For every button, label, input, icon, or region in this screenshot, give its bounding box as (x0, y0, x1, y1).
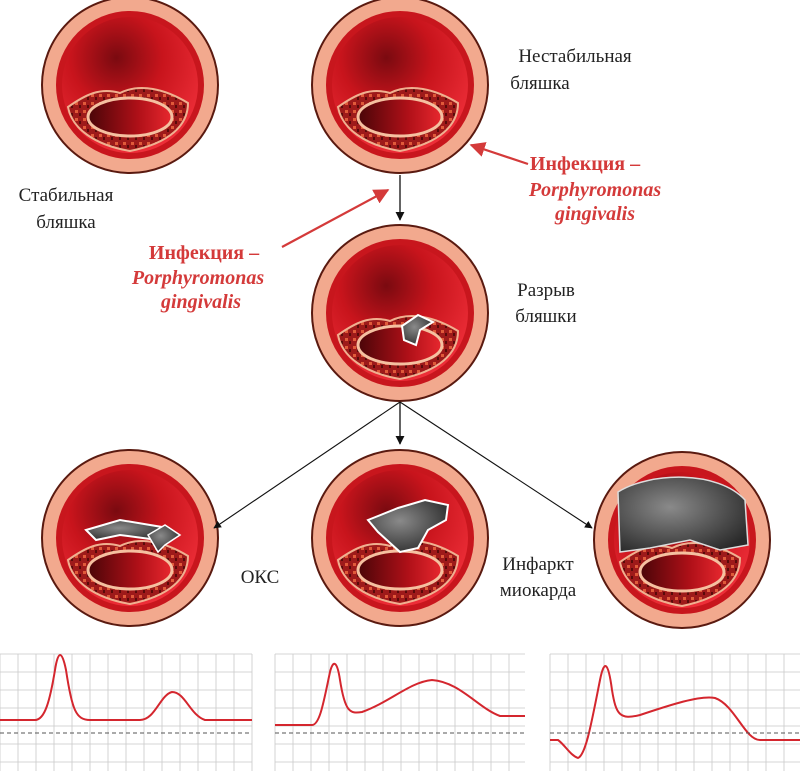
infection-right-3: gingivalis (554, 203, 635, 225)
label-stable-plaque-1: Стабильная (19, 185, 114, 206)
infection-left-1: Инфекция – (149, 242, 260, 264)
ecg-grid-2 (274, 653, 525, 771)
label-rupture-1: Разрыв (517, 280, 575, 301)
occlusive-thrombus (617, 476, 749, 553)
arrow-infection-left (281, 189, 390, 248)
arrow-rupture-to-acs (213, 401, 401, 529)
ecg-grid-1 (0, 653, 253, 771)
ecg-grid-3 (549, 653, 800, 771)
label-rupture-2: бляшки (515, 306, 576, 327)
label-acs: ОКС (241, 567, 280, 588)
infection-right-1: Инфекция – (530, 153, 641, 175)
label-infarct-1: Инфаркт (502, 554, 574, 575)
label-unstable-plaque-2: бляшка (510, 73, 570, 94)
ecg-trace-2 (275, 662, 525, 726)
label-stable-plaque-2: бляшка (36, 212, 96, 233)
rupture-fragment (400, 313, 436, 347)
thrombus-large (366, 498, 450, 554)
infection-left-3: gingivalis (160, 291, 241, 313)
infection-left-2: Porphyromonas (131, 267, 264, 289)
arrow-rupture-to-infarct (399, 401, 593, 529)
ecg-trace-3 (550, 665, 800, 760)
vessel-rupture (310, 223, 490, 403)
vessel-acs-large-thrombus (310, 448, 490, 628)
vessel-infarct (592, 450, 772, 630)
vessel-stable (40, 0, 220, 175)
ecg-grids (0, 653, 800, 771)
ecg-trace-1 (0, 654, 252, 721)
arrow-infection-right (469, 142, 529, 166)
label-unstable-plaque-1: Нестабильная (518, 46, 632, 67)
infection-right-2: Porphyromonas (528, 179, 661, 201)
vessel-acs (40, 448, 220, 628)
label-infarct-2: миокарда (500, 580, 577, 601)
vessel-unstable (310, 0, 490, 175)
